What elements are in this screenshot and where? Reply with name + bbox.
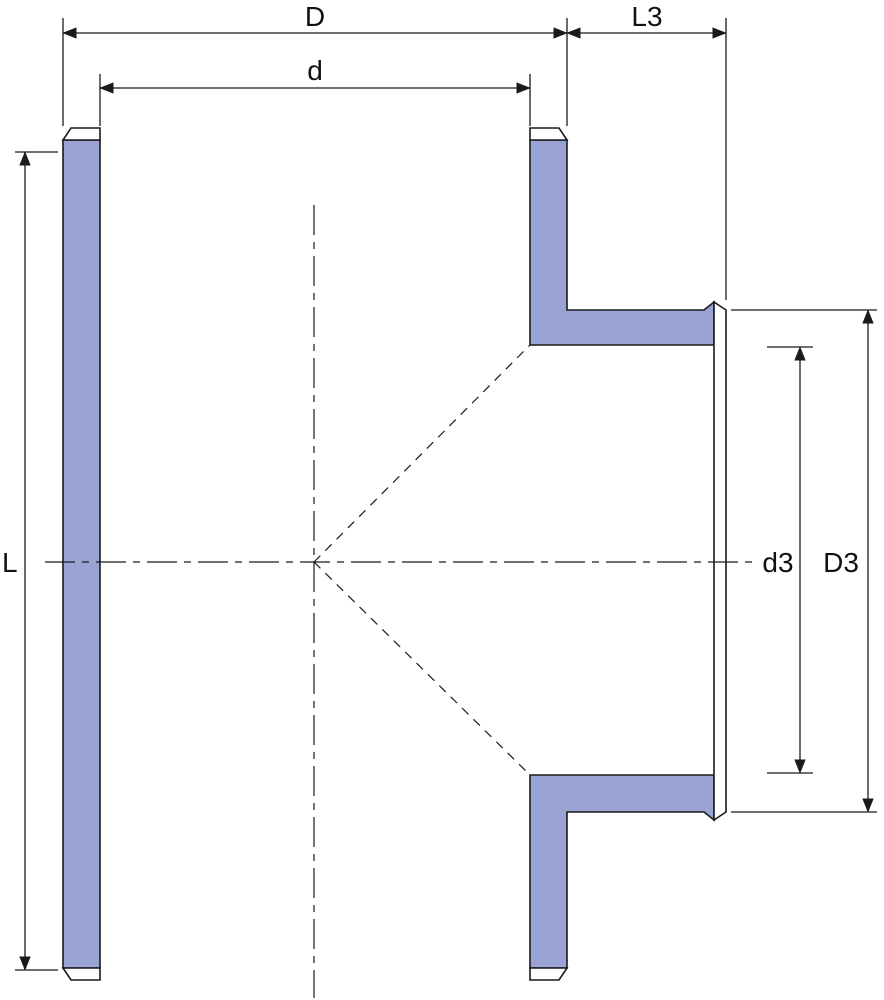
dimension-label-d3: d3	[762, 547, 793, 578]
run-left-wall	[62, 139, 101, 969]
centerlines	[45, 205, 757, 998]
dimension-label-D3: D3	[823, 547, 859, 578]
run-top-right-end-face	[529, 127, 569, 141]
dimension-d3: d3	[762, 346, 813, 774]
dimension-label-L3: L3	[631, 1, 662, 32]
dimension-d: d	[99, 55, 531, 126]
dimension-L: L	[2, 151, 58, 971]
branch-end-face	[713, 300, 727, 822]
dimension-label-L: L	[2, 547, 18, 578]
run-bottom-left-end-face	[61, 967, 101, 981]
dimension-D: D	[62, 1, 568, 126]
dimension-D3: D3	[731, 309, 877, 813]
dimension-label-d: d	[307, 55, 323, 86]
run-top-left-end-face	[61, 127, 101, 141]
bore-transition-line-upper	[313, 344, 531, 563]
run-right-upper-and-branch-top-wall	[529, 139, 715, 346]
dimension-label-D: D	[305, 1, 325, 32]
bore-transition-line-lower	[313, 561, 531, 776]
tee-body	[61, 127, 727, 981]
run-right-lower-and-branch-bottom-wall	[529, 774, 715, 969]
dimension-L3: L3	[566, 1, 727, 300]
run-bottom-right-end-face	[529, 967, 569, 981]
